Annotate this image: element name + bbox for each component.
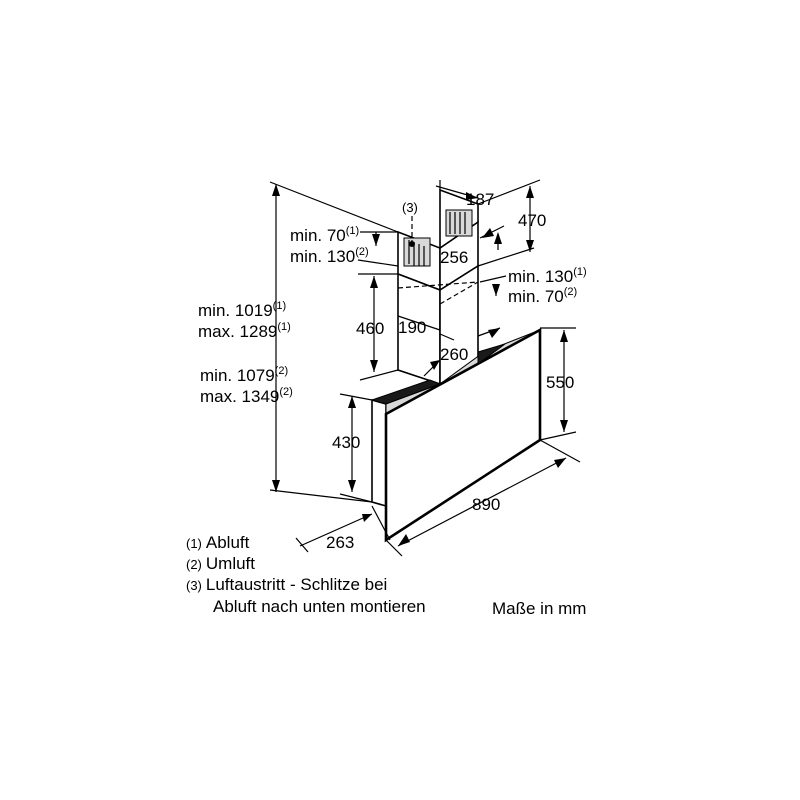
label-260: 260 — [440, 345, 468, 364]
dimension-labels: (3) 187 470 256 190 260 460 550 430 890 … — [198, 190, 587, 552]
hood-drawing — [370, 188, 542, 543]
legend-item-3: (3)Luftaustritt - Schlitze bei — [186, 575, 387, 594]
label-430: 430 — [332, 433, 360, 452]
label-height-min-exhaust: min. 1019(1) — [198, 300, 286, 320]
label-chimney-min130: min. 130(2) — [290, 246, 369, 266]
legend: (1)Abluft (2)Umluft (3)Luftaustritt - Sc… — [186, 533, 426, 616]
label-256: 256 — [440, 248, 468, 267]
hood-side-panel — [371, 398, 387, 508]
label-mark-3: (3) — [402, 200, 418, 215]
label-263: 263 — [326, 533, 354, 552]
hood-rear-bracket — [477, 343, 506, 365]
label-right-min130: min. 130(1) — [508, 266, 587, 286]
label-460: 460 — [356, 319, 384, 338]
label-height-max-recirc: max. 1349(2) — [200, 386, 293, 406]
label-890: 890 — [472, 495, 500, 514]
label-190: 190 — [398, 318, 426, 337]
chimney-side-vent-slots — [403, 237, 431, 267]
label-height-max-exhaust: max. 1289(1) — [198, 321, 291, 341]
chimney-overlap-dashed-line-2 — [439, 281, 479, 305]
label-height-min-recirc: min. 1079(2) — [200, 365, 288, 385]
dimension-lines — [269, 179, 581, 557]
legend-item-1: (1)Abluft — [186, 533, 250, 552]
label-right-min70: min. 70(2) — [508, 286, 577, 306]
units-note: Maße in mm — [492, 599, 586, 618]
label-550: 550 — [546, 373, 574, 392]
chimney-vent-slot-lines — [449, 212, 466, 234]
label-chimney-min70: min. 70(1) — [290, 225, 359, 245]
legend-item-3-continued: Abluft nach unten montieren — [213, 597, 426, 616]
chimney-overlap-dashed-line — [397, 281, 479, 289]
label-470: 470 — [518, 211, 546, 230]
label-187: 187 — [466, 190, 494, 209]
legend-item-2: (2)Umluft — [186, 554, 255, 573]
